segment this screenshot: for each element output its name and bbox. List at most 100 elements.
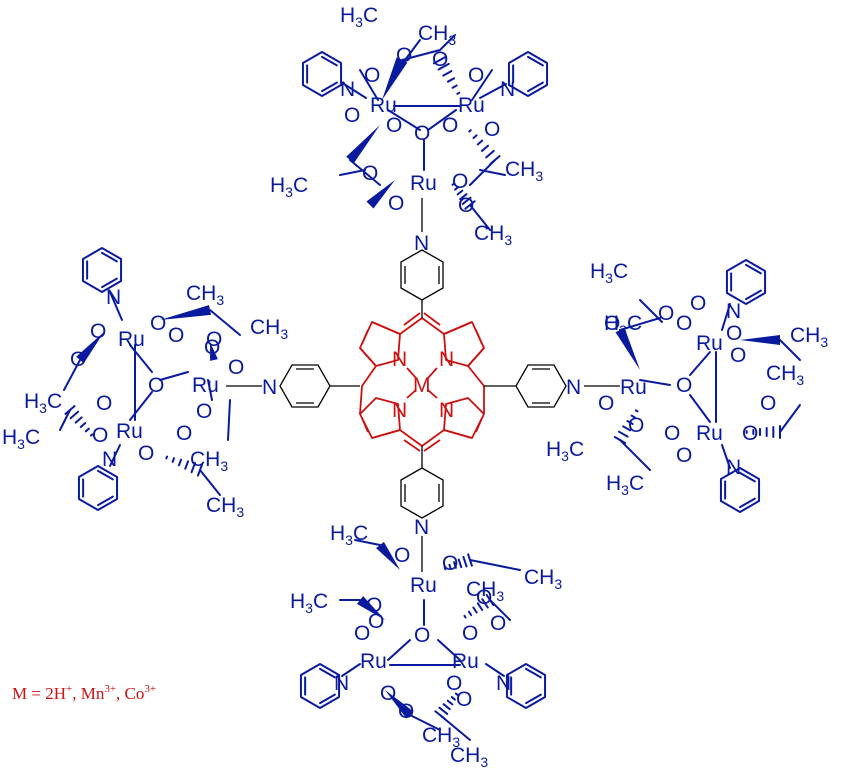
o-atom: O [168,324,184,347]
ru-atom: Ru [620,376,647,399]
pyridine-bottom [400,467,444,519]
o-atom: O [730,344,746,367]
methyl-ch3: CH3 [505,158,543,184]
o-atom: O [760,392,776,415]
n-atom: N [726,456,741,479]
linker-n-left: N [262,376,277,399]
o-atom: O [432,48,448,71]
o-atom: O [742,422,758,445]
ru-atom: Ru [458,94,485,117]
pyrrole-top-left [359,321,401,367]
n-atom: N [496,672,511,695]
pyrrole-n-1: N [392,348,407,371]
o-atom: O [206,328,222,351]
o-atom: O [628,414,644,437]
o-atom: O [664,422,680,445]
o-atom: O [484,118,500,141]
methyl-h3c: H3C [340,4,378,30]
o-atom: O [388,192,404,215]
o-atom: O [204,336,220,359]
ru-atom: Ru [192,374,219,397]
methyl-ch3: CH3 [422,724,460,750]
ru-atom: Ru [410,574,437,597]
pyrrole-bottom-right [443,397,485,439]
oxo-atom: O [414,624,430,647]
o-atom: O [442,114,458,137]
pyrrole-n-2: N [439,348,454,371]
ru-atom: Ru [452,650,479,673]
methyl-h3c: H3C [2,426,40,452]
o-atom: O [368,610,384,633]
n-atom: N [106,286,121,309]
pyridine-ring [719,467,761,513]
pyridine-left [279,364,331,408]
ru-atom: Ru [696,332,723,355]
o-atom: O [344,104,360,127]
methyl-h3c: H3C [546,438,584,464]
ru-atom: Ru [118,328,145,351]
linker-n-top: N [414,232,429,255]
ru-atom: Ru [410,172,437,195]
metal-center: M [413,374,431,397]
o-atom: O [598,392,614,415]
linker-n-bottom: N [414,516,429,539]
methyl-ch3: CH3 [186,282,224,308]
ru-atom: Ru [360,650,387,673]
o-atom: O [396,44,412,67]
methyl-ch3: CH3 [450,744,488,770]
n-atom: N [726,300,741,323]
o-atom: O [476,586,492,609]
methyl-ch3: CH3 [190,448,228,474]
o-atom: O [690,292,706,315]
o-atom: O [366,594,382,617]
methyl-ch3: CH3 [766,362,804,388]
caption-co: , Co [116,684,145,703]
methyl-h3c: H3C [604,312,642,338]
o-atom: O [468,64,484,87]
o-atom: O [96,392,112,415]
n-atom: N [500,78,515,101]
linker-n-right: N [566,376,581,399]
pyridine-ring [505,663,547,709]
porphyrin-core: N N N N M [359,312,485,452]
o-atom: O [354,622,370,645]
o-atom: O [362,162,378,185]
pyridine-top [400,249,444,301]
pyridine-right [515,364,567,408]
methyl-h3c: H3C [290,590,328,616]
pyridine-ring [507,51,549,97]
o-atom: O [442,552,458,575]
o-atom: O [398,700,414,723]
o-atom: O [380,682,396,705]
o-atom: O [196,400,212,423]
pyridine-ring [301,51,343,97]
oxo-atom: O [148,374,164,397]
methyl-ch3: CH3 [466,578,504,604]
o-atom: O [456,688,472,711]
o-atom: O [490,612,506,635]
caption-sup-2: 3+ [104,683,117,695]
methyl-h3c: H3C [24,390,62,416]
o-atom: O [394,544,410,567]
pyrrole-n-4: N [439,399,454,422]
pyridine-ring [81,247,123,293]
o-atom: O [176,422,192,445]
o-atom: O [452,170,468,193]
n-atom: N [334,672,349,695]
oxo-atom: O [676,374,692,397]
o-atom: O [676,444,692,467]
caption-sup-3: 3+ [144,683,157,695]
o-atom: O [676,312,692,335]
methyl-ch3: CH3 [524,566,562,592]
o-atom: O [150,312,166,335]
o-atom: O [658,302,674,325]
caption-prefix: M = 2H [12,684,66,703]
methyl-h3c: H3C [606,472,644,498]
metal-caption: M = 2H+, Mn3+, Co3+ [12,683,156,704]
o-atom: O [386,114,402,137]
o-atom: O [726,322,742,345]
pyridyl-linkers [226,198,620,572]
